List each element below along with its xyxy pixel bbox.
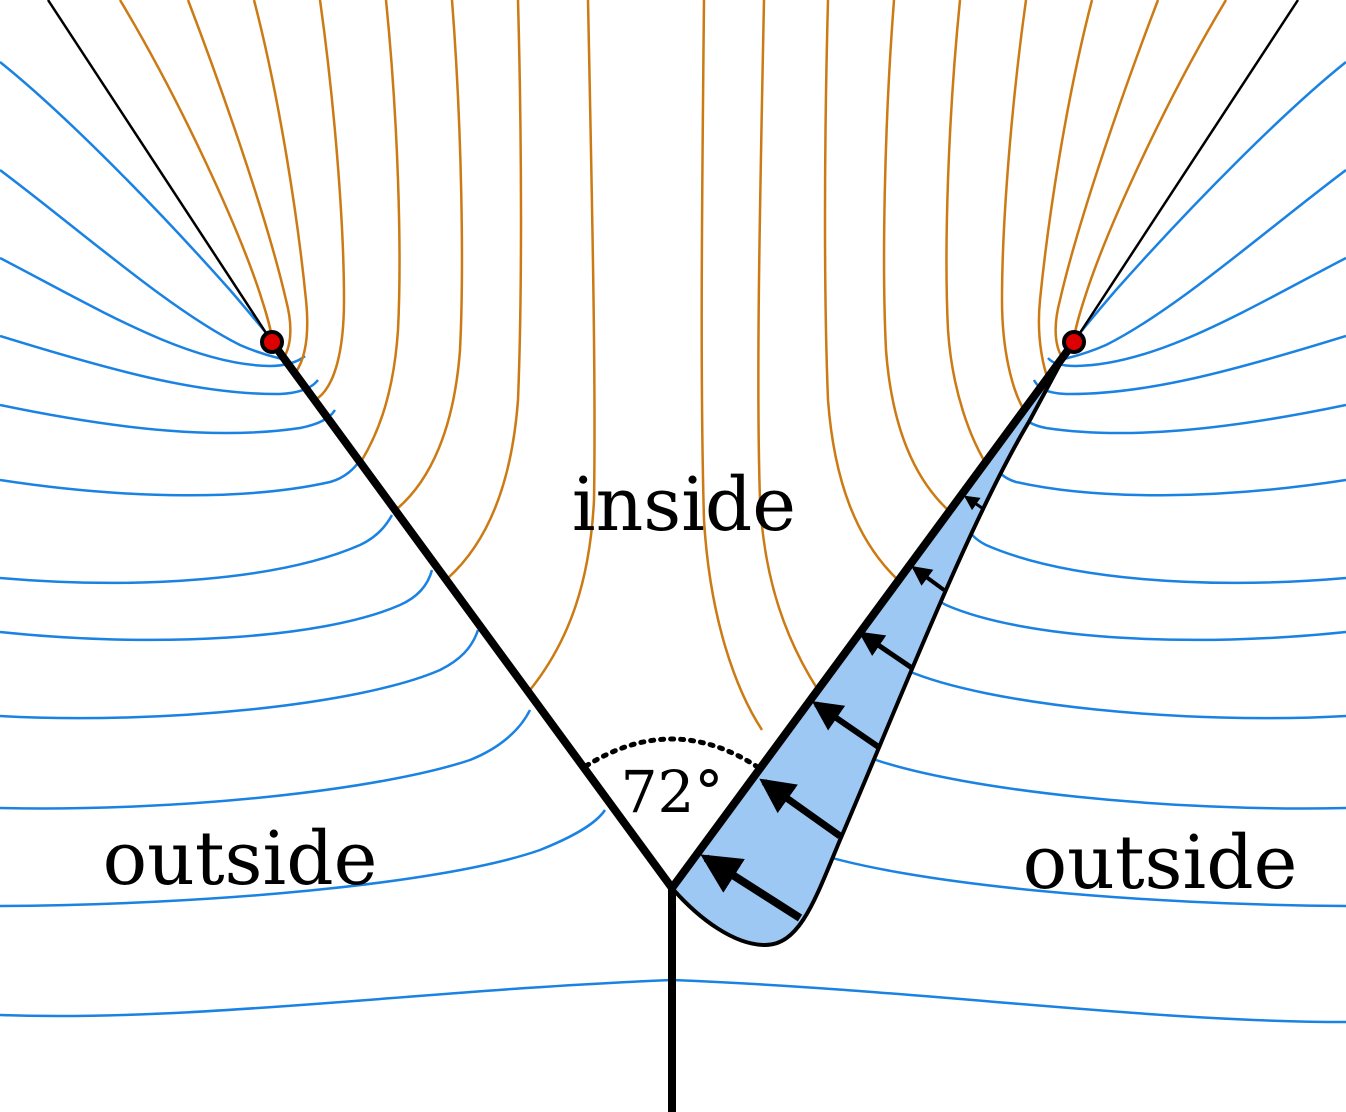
ray-left	[46, 0, 274, 343]
equipotential-lines	[118, 0, 1228, 731]
angle-arc	[583, 736, 759, 769]
force-arrow	[811, 701, 882, 751]
field-line	[0, 978, 673, 1018]
field-line	[0, 569, 434, 642]
equipotential-line	[882, 0, 949, 511]
field-line	[671, 978, 1346, 1024]
field-line	[845, 741, 1346, 810]
equipotential-line	[447, 0, 523, 579]
equipotential-line	[397, 0, 464, 509]
equipotential-line	[186, 0, 292, 361]
field-line	[1059, 61, 1346, 359]
left-arm	[268, 339, 676, 891]
field-line	[0, 459, 362, 497]
label-inside: inside	[572, 462, 796, 548]
equipotential-line	[945, 0, 992, 471]
right-arm	[668, 339, 1078, 891]
field-line	[0, 514, 394, 585]
equipotential-line	[252, 0, 309, 373]
field-line	[0, 169, 286, 362]
force-arrow	[700, 854, 803, 922]
equipotential-line	[1054, 0, 1160, 361]
force-arrow	[911, 566, 946, 592]
field-line	[994, 467, 1346, 497]
equipotential-line	[1037, 0, 1094, 386]
equipotential-line	[1072, 0, 1228, 343]
equipotential-line	[360, 0, 401, 461]
field-line	[0, 629, 480, 720]
field-line	[0, 403, 337, 435]
equipotential-line	[529, 0, 596, 691]
label-angle: 72°	[621, 758, 724, 826]
equipotential-line	[757, 0, 820, 691]
field-line	[0, 709, 532, 810]
ray-right	[1072, 0, 1300, 343]
charge-rays	[46, 0, 1300, 343]
equipotential-line	[317, 0, 346, 399]
field-line	[883, 651, 1346, 720]
equipotential-line	[700, 0, 764, 731]
charge-left	[260, 330, 284, 354]
field-line	[964, 525, 1346, 585]
field-line	[1060, 169, 1346, 362]
force-arrow	[963, 495, 983, 511]
equipotential-line	[823, 0, 899, 581]
point-charges	[260, 330, 1086, 354]
field-line	[1016, 403, 1346, 435]
field-line	[0, 809, 607, 908]
label-outside-right: outside	[1023, 820, 1298, 906]
charge-right	[1062, 330, 1086, 354]
force-arrow	[858, 631, 914, 671]
v-structure	[268, 339, 1078, 1112]
field-lines-left	[0, 61, 673, 1018]
equipotential-line	[118, 0, 274, 343]
field-line	[0, 61, 287, 359]
equipotential-line	[1000, 0, 1028, 411]
force-arrows	[700, 495, 983, 922]
force-arrow	[759, 778, 843, 839]
field-line	[924, 585, 1346, 642]
label-outside-left: outside	[103, 816, 378, 902]
